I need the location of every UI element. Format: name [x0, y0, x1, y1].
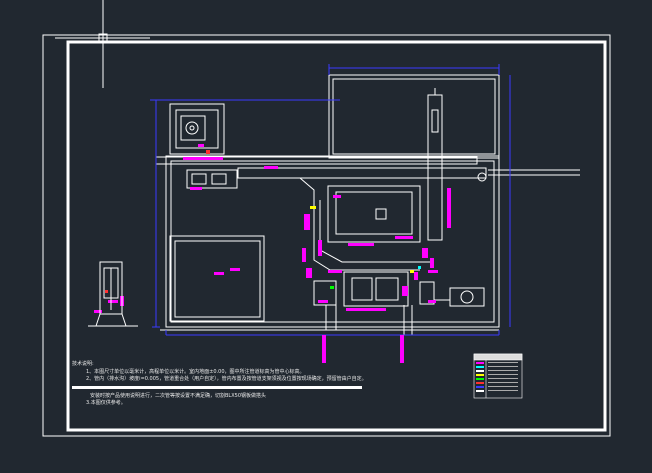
highlight-markers: [94, 144, 451, 363]
legend-table: [473, 353, 523, 399]
room-top: [328, 74, 500, 159]
notes-line-4: 3.本图仅供参考。: [86, 400, 126, 406]
color-accents: [105, 150, 421, 293]
building-outline: [165, 155, 500, 328]
notes-line-1: 1、本图尺寸单位以毫米计，高程单位以米计。室内地面±0.00，图中所注管道标高为…: [86, 369, 305, 375]
legend-swatches: [476, 362, 518, 392]
notes-line-2: 2、管内（排水沟）坡度i=0.005，管道重合处（用户自定），管内布置及按管道支…: [86, 376, 367, 382]
equipment-frame: [327, 185, 421, 243]
elevation-detail: [88, 261, 138, 327]
pump-icon: [186, 169, 238, 189]
tank-icon: [169, 103, 225, 155]
sheet-outer-border: [42, 34, 611, 437]
notes-separator: [72, 386, 362, 389]
floor-plan[interactable]: [155, 74, 580, 335]
room-left: [169, 235, 265, 322]
dimension-lines: [150, 64, 511, 336]
notes-line-3: 安装时按产品使用说明进行，二次管等按设置不满足确，切割BLX50钢板做搭头: [90, 393, 267, 399]
notes-heading: 技术说明:: [72, 361, 94, 367]
sheet-inner-border: [66, 40, 607, 432]
cursor-crosshair-icon: [55, 0, 150, 88]
